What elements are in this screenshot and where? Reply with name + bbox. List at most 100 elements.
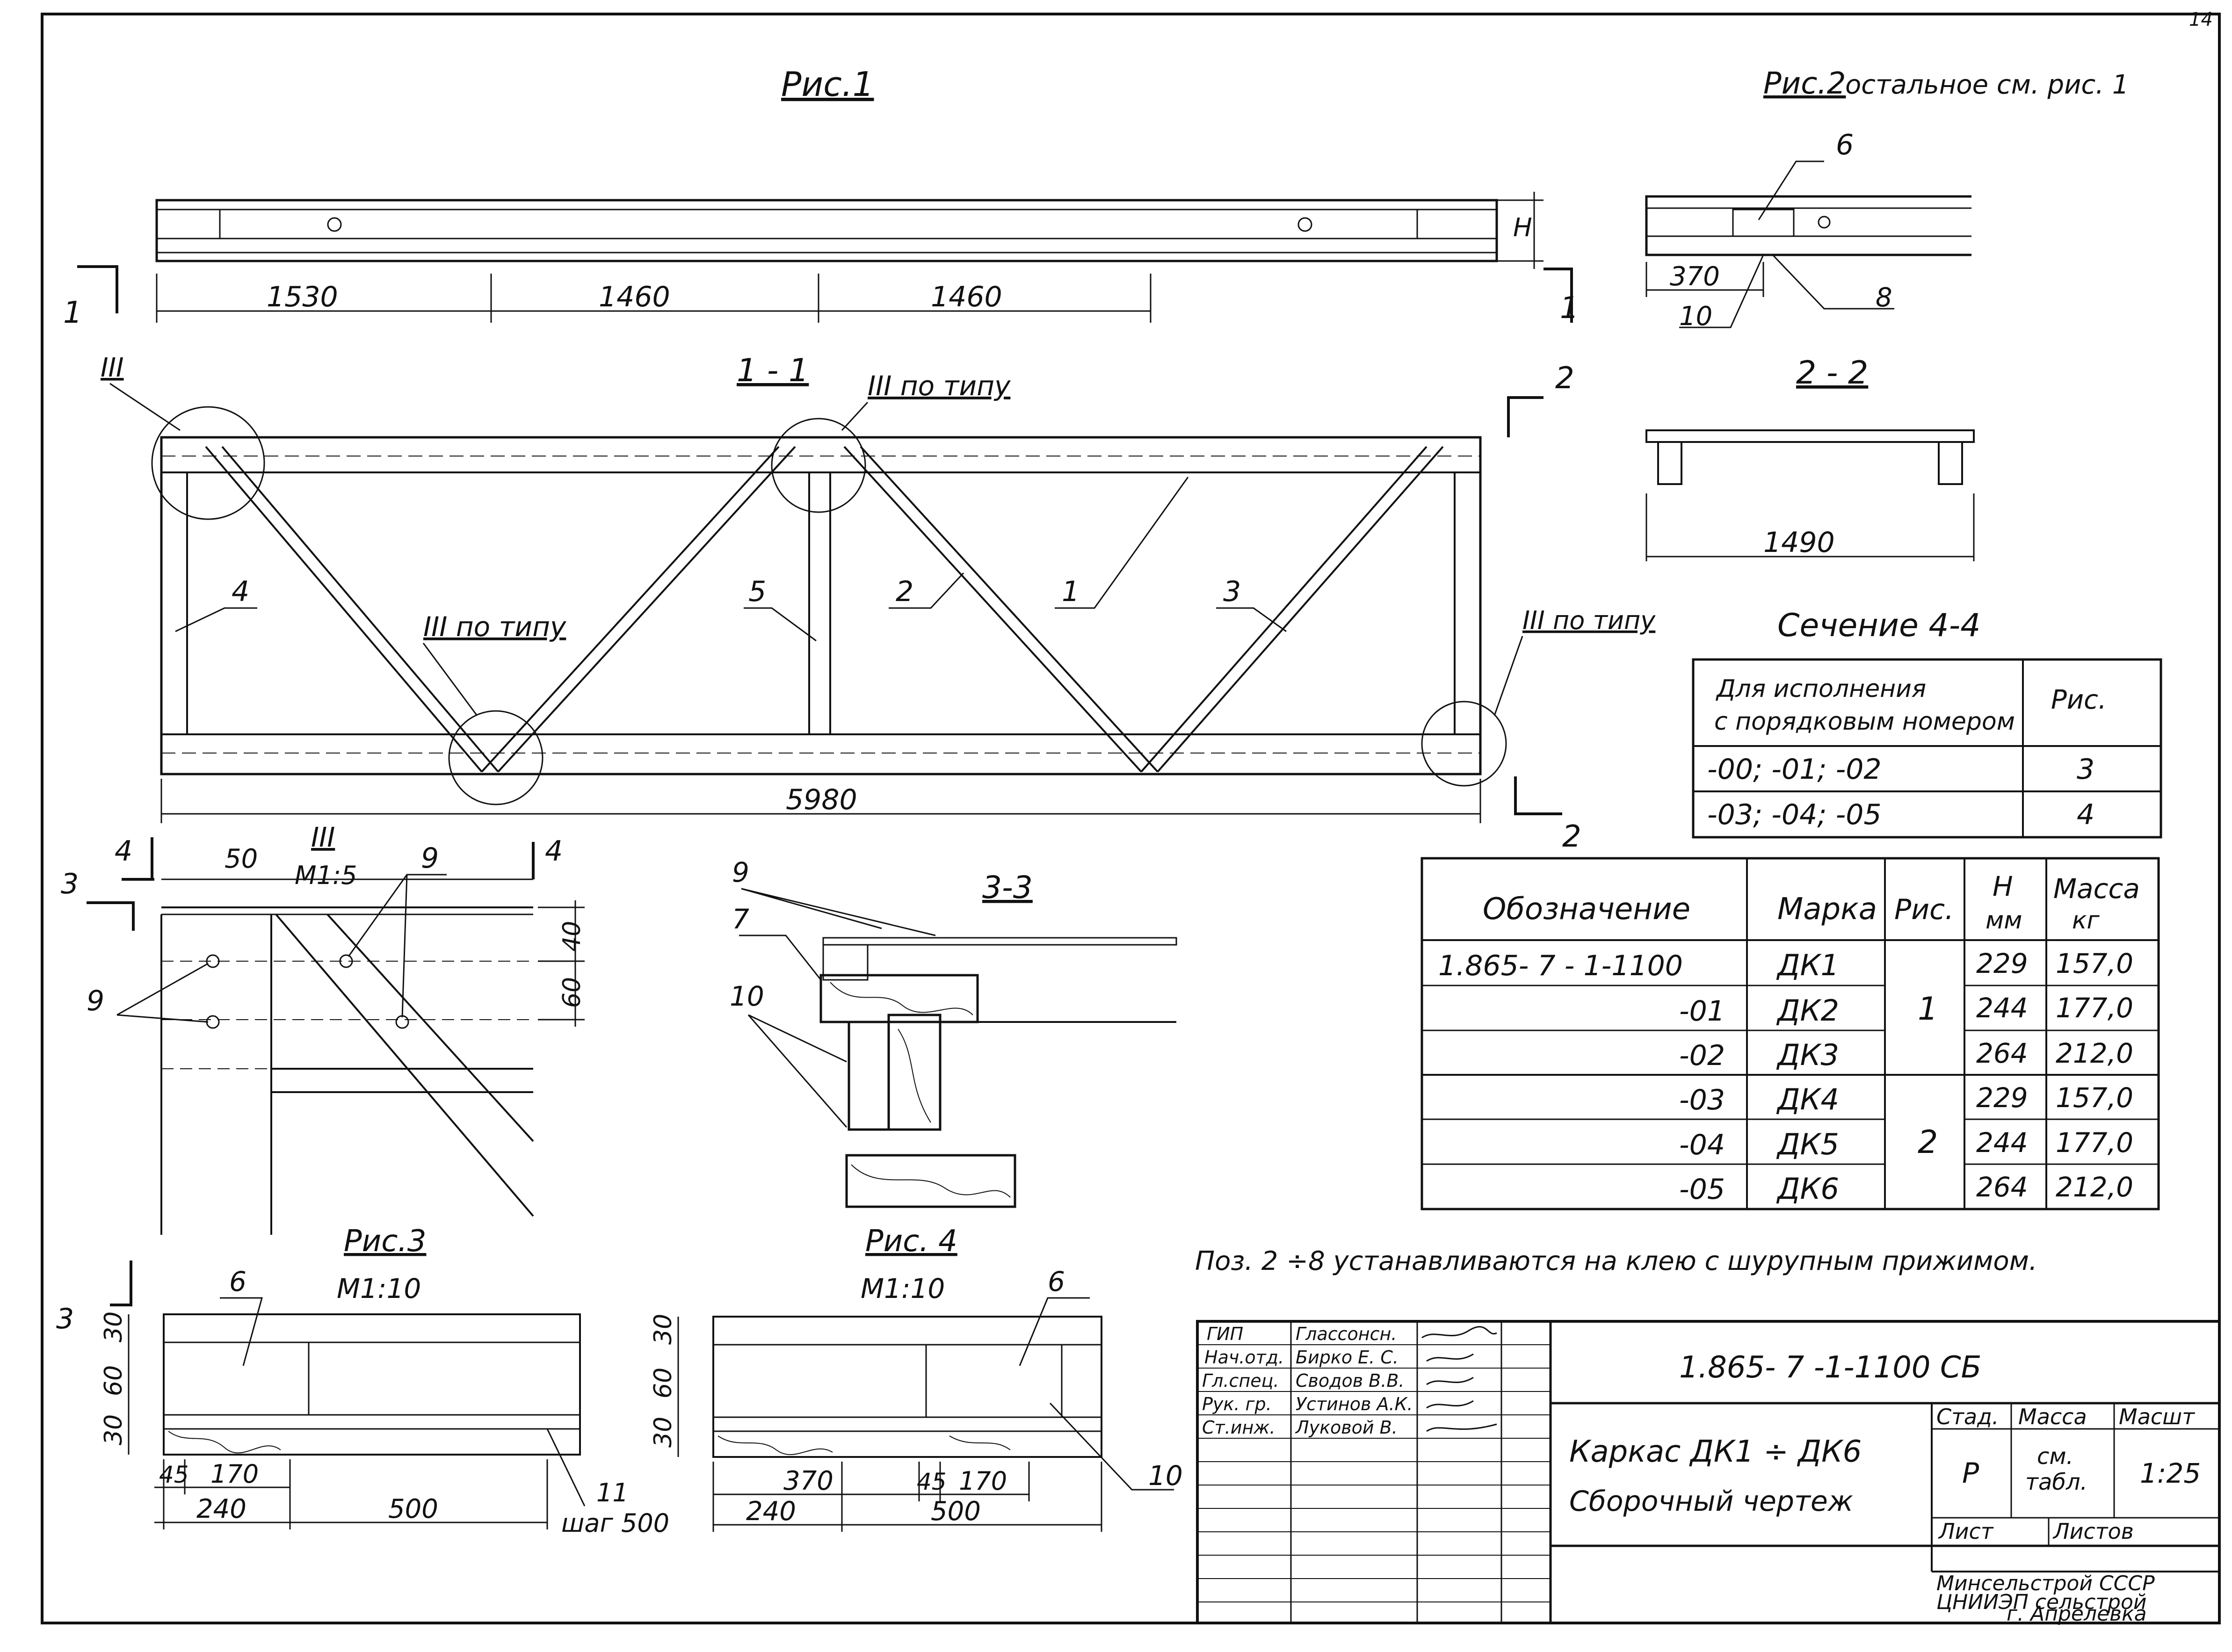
tb-stage: Р <box>1962 1457 1979 1490</box>
marks-row5-designation: -04 <box>1679 1129 1725 1161</box>
marks-row3-designation: -02 <box>1679 1039 1725 1072</box>
tb-mass-1: см. <box>2037 1443 2073 1470</box>
tb-name-1: Глассонсн. <box>1296 1324 1397 1344</box>
marks-head-h: H <box>1993 870 2013 902</box>
sec22-dim: 1490 <box>1763 526 1835 559</box>
fig4-dim-240: 240 <box>746 1496 796 1527</box>
fig1-title: Рис.1 <box>781 65 874 104</box>
fig3-dim-45: 45 <box>159 1461 189 1488</box>
marks-row1-mass: 157,0 <box>2056 948 2133 979</box>
marks-head-mass: Масса <box>2053 873 2140 905</box>
marks-head-designation: Обозначение <box>1483 892 1690 927</box>
sec22-title: 2 - 2 <box>1796 355 1868 391</box>
fig2-callout-10: 10 <box>1679 301 1712 332</box>
fig4-dim-500: 500 <box>931 1496 981 1527</box>
sec33-callout-9: 9 <box>732 856 749 888</box>
tb-role-5: Ст.инж. <box>1202 1417 1275 1438</box>
sheet-frame <box>41 13 2221 1624</box>
fig3-scale: М1:10 <box>337 1273 421 1304</box>
section-3-3: 3-3 9 7 10 <box>730 856 1177 1208</box>
fig3-dim-30b: 30 <box>100 1414 128 1445</box>
sec33-callout-10: 10 <box>730 980 764 1012</box>
section-4-4-table: Сечение 4-4 Для исполнения с порядковым … <box>1692 607 2162 839</box>
sec44-head-2: Рис. <box>2051 685 2107 715</box>
sec11-part-4: 4 <box>232 575 249 608</box>
marks-row6-h: 264 <box>1976 1171 2028 1203</box>
marks-row2-mark: ДК2 <box>1776 993 1839 1028</box>
tb-title-2: Сборочный чертеж <box>1569 1485 1853 1518</box>
fig4-callout-10: 10 <box>1148 1460 1183 1492</box>
tb-role-4: Рук. гр. <box>1202 1394 1272 1414</box>
tb-col-stage: Стад. <box>1936 1404 1999 1429</box>
tb-role-1: ГИП <box>1207 1324 1243 1344</box>
sec11-node-right: III по типу <box>1522 606 1656 635</box>
fig4-dim-30a: 30 <box>649 1314 677 1345</box>
fig1-h-dim: H <box>1497 192 1544 269</box>
node3-title: III <box>311 821 335 853</box>
marks-row3-mark: ДК3 <box>1776 1038 1839 1072</box>
marks-row4-h: 229 <box>1976 1082 2028 1114</box>
sec33-callout-7: 7 <box>732 903 749 935</box>
node3-callout-9-left: 9 <box>87 985 104 1017</box>
fig4: Рис. 4 М1:10 6 10 30 60 30 370 45 170 24… <box>649 1224 1183 1532</box>
fig1: Рис.1 H 1530 1460 1460 1 1 <box>63 65 1579 330</box>
tb-name-2: Бирко Е. С. <box>1296 1347 1399 1368</box>
fig2-callout-6: 6 <box>1836 129 1854 161</box>
tb-signatures <box>1421 1326 1497 1432</box>
tb-col-scale: Масшт <box>2119 1404 2195 1429</box>
fig3-callout-6: 6 <box>229 1266 246 1297</box>
marks-row6-mark: ДК6 <box>1776 1172 1839 1206</box>
marks-head-h-unit: мм <box>1986 906 2022 935</box>
tb-org-3: г. Апрелевка <box>2007 1602 2147 1626</box>
sec11-cut2-bottom: 2 <box>1562 819 1581 854</box>
marks-fig-group-1: 1 <box>1918 991 1938 1028</box>
sec11-node-top: III по типу <box>868 370 1011 402</box>
fig4-dim-370: 370 <box>783 1466 833 1496</box>
marks-row4-designation: -03 <box>1679 1084 1725 1116</box>
tb-org-1: Минсельстрой СССР <box>1936 1572 2155 1595</box>
marks-row1-mark: ДК1 <box>1776 948 1839 982</box>
marks-row5-h: 244 <box>1976 1127 2028 1159</box>
marks-row3-h: 264 <box>1976 1037 2028 1069</box>
fig4-dim-45: 45 <box>917 1468 947 1495</box>
fig4-scale: М1:10 <box>861 1273 945 1304</box>
fig1-dim-3: 1460 <box>931 281 1002 313</box>
fig1-h-label: H <box>1513 213 1532 242</box>
node3-dim-40: 40 <box>558 921 586 952</box>
fig2-callout-8: 8 <box>1876 283 1892 313</box>
assembly-note: Поз. 2 ÷8 устанавливаются на клею с шуру… <box>1195 1246 2037 1276</box>
fig3-step-note: шаг 500 <box>561 1508 669 1538</box>
fig3: Рис.3 М1:10 3 6 30 60 30 45 170 240 500 … <box>56 1224 669 1538</box>
fig2: Рис.2 остальное см. рис. 1 6 370 10 8 <box>1645 66 2129 332</box>
sec33-title: 3-3 <box>982 869 1033 906</box>
node3-callout-9-right: 9 <box>421 842 439 875</box>
sec44-title: Сечение 4-4 <box>1777 607 1981 644</box>
fig1-cut-right: 1 <box>1560 291 1579 326</box>
sec11-part-1: 1 <box>1062 575 1080 608</box>
sec44-row2-fig: 4 <box>2077 798 2094 831</box>
tb-sheets: Листов <box>2052 1519 2134 1544</box>
corner-mark: 14 <box>2189 9 2213 30</box>
marks-head-mass-unit: кг <box>2072 906 2100 935</box>
sec44-head-1b: с порядковым номером <box>1714 708 2015 736</box>
fig3-dim-60: 60 <box>100 1365 128 1396</box>
marks-row4-mass: 157,0 <box>2056 1082 2133 1114</box>
marks-head-mark: Марка <box>1777 892 1877 927</box>
sec44-head-1a: Для исполнения <box>1716 675 1926 703</box>
fig2-note: остальное см. рис. 1 <box>1845 70 2129 100</box>
fig4-dim-60: 60 <box>649 1368 677 1398</box>
fig2-dim-370: 370 <box>1670 261 1720 292</box>
fig3-callout-11: 11 <box>596 1478 629 1507</box>
fig2-title: Рис.2 <box>1763 66 1846 101</box>
fig4-dim-170: 170 <box>959 1466 1007 1496</box>
sec44-row1-variant: -00; -01; -02 <box>1707 753 1882 786</box>
marks-row6-designation: -05 <box>1679 1173 1725 1206</box>
sec11-part-3: 3 <box>1223 575 1241 608</box>
title-block: ГИП Нач.отд. Гл.спец. Рук. гр. Ст.инж. Г… <box>1196 1320 2221 1626</box>
marks-row6-mass: 212,0 <box>2056 1171 2133 1203</box>
section-2-2: 2 - 2 1490 <box>1645 355 1975 561</box>
sec44-row2-variant: -03; -04; -05 <box>1707 798 1882 831</box>
fig4-callout-6: 6 <box>1048 1266 1065 1297</box>
fig3-title: Рис.3 <box>344 1224 426 1259</box>
tb-scale: 1:25 <box>2140 1457 2201 1489</box>
